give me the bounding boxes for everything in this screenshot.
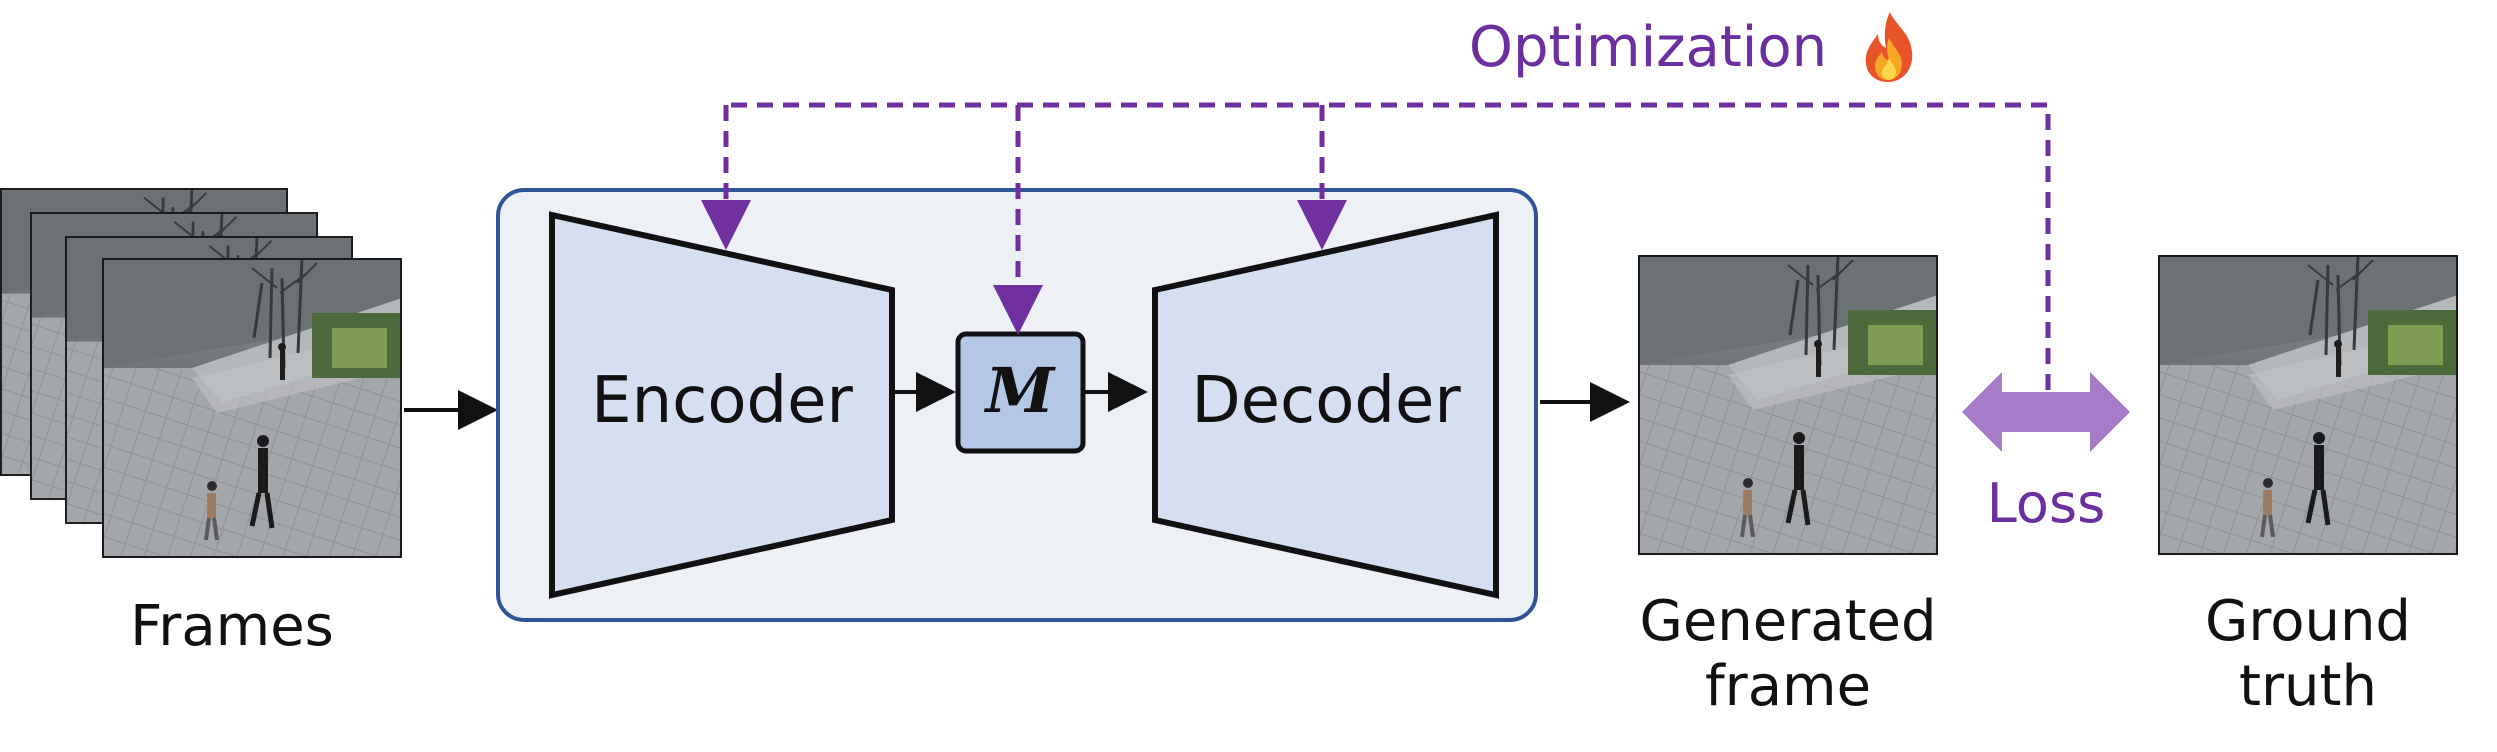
generated-frame-label-line2: frame bbox=[1705, 654, 1871, 719]
fire-icon bbox=[1865, 12, 1913, 82]
optimization-feedback-path bbox=[701, 102, 2051, 390]
optimization-label: Optimization bbox=[1469, 15, 1827, 80]
ground-truth-image bbox=[2158, 255, 2458, 555]
encoder-block bbox=[549, 211, 895, 599]
generated-frame-image bbox=[1638, 255, 1938, 555]
frame-thumbnail bbox=[102, 258, 402, 558]
decoder-label: Decoder bbox=[1191, 364, 1461, 438]
frames-stack bbox=[0, 188, 402, 558]
double-arrow-icon bbox=[1962, 372, 2130, 452]
ground-truth-label-line2: truth bbox=[2239, 654, 2377, 719]
encoder-label: Encoder bbox=[591, 364, 853, 438]
loss-label: Loss bbox=[1987, 472, 2105, 535]
memory-label: M bbox=[984, 354, 1057, 427]
decoder-block bbox=[1152, 211, 1499, 599]
generated-frame-label-line1: Generated bbox=[1639, 589, 1936, 654]
ground-truth-label-line1: Ground bbox=[2205, 589, 2411, 654]
frames-label: Frames bbox=[130, 594, 334, 659]
